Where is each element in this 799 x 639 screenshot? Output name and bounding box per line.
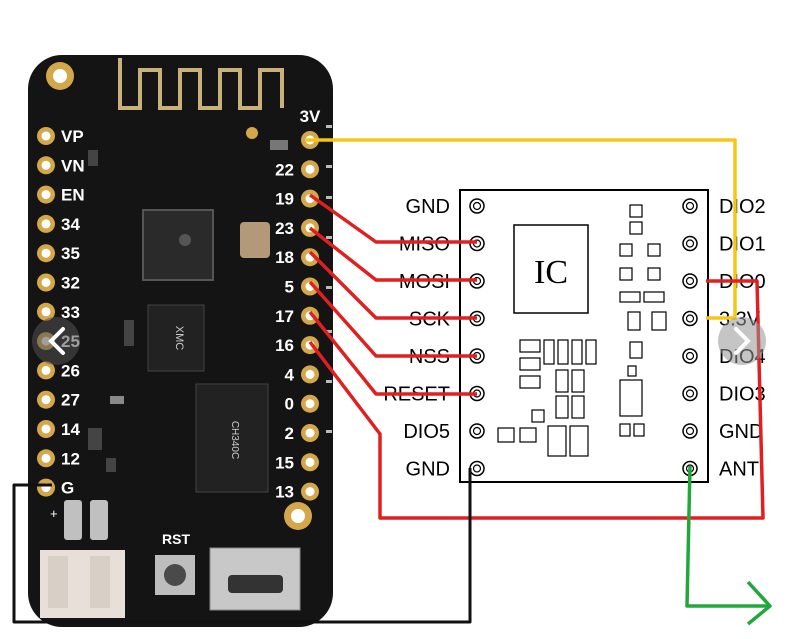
board-pin-22: 22 — [275, 160, 319, 179]
xmc-chip-label: XMC — [173, 326, 185, 351]
module-pin-label: GND — [406, 459, 450, 481]
board-pin-label: 5 — [285, 278, 294, 297]
board-pin-label: EN — [61, 186, 85, 205]
module-pin-left-gnd: GND — [406, 459, 485, 481]
crystal — [240, 222, 270, 258]
wire-19-to-miso — [308, 193, 477, 244]
board-pin-label: 23 — [275, 219, 294, 238]
board-pin-g: G — [37, 478, 74, 498]
flash-chip — [147, 304, 205, 372]
board-pin-32: 32 — [37, 273, 80, 293]
wire-23-to-mosi — [308, 226, 477, 282]
board-pin-26: 26 — [37, 361, 80, 380]
board-pin-label: 26 — [61, 361, 80, 380]
module-pin-left-dio5: DIO5 — [403, 421, 485, 443]
board-pin-label: 27 — [61, 391, 80, 410]
wire-16-to-dio0 — [308, 279, 765, 520]
module-pin-right-dio2: DIO2 — [682, 196, 766, 218]
module-pin-label: GND — [406, 196, 450, 218]
board-pin-33: 33 — [37, 302, 80, 322]
board-pin-label: 35 — [61, 244, 80, 263]
module-pin-right-dio3: DIO3 — [682, 384, 766, 406]
board-pin-label: 33 — [61, 303, 80, 322]
module-pin-label: DIO5 — [403, 421, 450, 443]
next-image-button[interactable] — [718, 317, 766, 365]
board-pin-vp: VP — [37, 127, 84, 146]
module-ic — [513, 224, 589, 314]
board-pin-label: 16 — [275, 336, 294, 355]
board-pin-label: 22 — [275, 160, 294, 179]
module-pin-label: MOSI — [399, 271, 450, 293]
board-pin-label: 12 — [61, 449, 80, 468]
usb-uart-chip — [195, 383, 269, 493]
board-pin-vn: VN — [37, 156, 85, 175]
module-pin-left-gnd: GND — [406, 196, 485, 218]
module-pin-label: GND — [719, 421, 763, 443]
board-pin-12: 12 — [37, 449, 80, 468]
chevron-right-icon — [734, 327, 751, 355]
battery-plus-label: + — [50, 506, 58, 521]
module-pin-label: DIO2 — [719, 196, 766, 218]
board-pin-19: 19 — [275, 189, 319, 209]
board-pin-label: 0 — [285, 395, 294, 414]
board-pin-0: 0 — [285, 394, 319, 414]
board-pin-label: 4 — [285, 365, 295, 384]
board-pin-label: 2 — [285, 424, 294, 443]
board-pin-label: 17 — [275, 307, 294, 326]
chevron-left-icon — [48, 327, 65, 355]
board-pin-label: VP — [61, 127, 84, 146]
wire-17-to-reset — [308, 310, 477, 396]
board-pin-label: VN — [61, 156, 85, 175]
board-pin-label: 14 — [61, 420, 80, 439]
board-pin-label: 13 — [275, 483, 294, 502]
board-pin-15: 15 — [275, 453, 319, 472]
module-outline — [459, 189, 709, 483]
prev-image-button[interactable] — [32, 317, 80, 365]
wire-ant-antenna — [685, 465, 770, 608]
board-pin-label: G — [61, 479, 74, 498]
board-pin-34: 34 — [37, 214, 80, 234]
module-pin-label: DIO3 — [719, 384, 766, 406]
module-pin-label: MISO — [399, 234, 450, 256]
board-right-pin-column: 3V 22 19 23 18 5 17 16 4 0 2 15 13 — [275, 107, 321, 502]
rst-label: RST — [162, 531, 190, 547]
board-pin-label: 32 — [61, 274, 80, 293]
module-pin-label: DIO1 — [719, 234, 766, 256]
wire-gnd-to-gnd — [12, 468, 472, 624]
ch340-chip-label: CH340C — [229, 421, 240, 459]
wire-5-to-nss — [308, 280, 477, 358]
board-pin-label: 18 — [275, 248, 294, 267]
antenna-trace — [118, 58, 284, 110]
board-left-pin-column: VPVNEN343532332526271412G — [37, 127, 85, 498]
board-pin-14: 14 — [37, 420, 80, 439]
module-pin-label: ANT — [719, 459, 759, 481]
board-pin-label: 15 — [275, 453, 294, 472]
module-pin-right-gnd: GND — [682, 421, 763, 443]
wire-3v-to-3v3 — [306, 138, 737, 320]
antenna-arrowhead — [746, 580, 772, 626]
header-pins — [326, 125, 332, 433]
board-pin-16: 16 — [275, 336, 319, 355]
board-pin-5: 5 — [285, 277, 319, 297]
board-pin-label: 3V — [300, 107, 321, 126]
esp32-chip — [142, 209, 214, 281]
module-pin-right-dio1: DIO1 — [682, 234, 766, 256]
board-pin-label: 19 — [275, 190, 294, 209]
board-pin-label: 34 — [61, 215, 80, 234]
led — [246, 127, 258, 139]
board-pin-2: 2 — [285, 424, 319, 443]
module-ic-label: IC — [534, 254, 568, 291]
wires — [12, 138, 772, 626]
wire-18-to-sck — [308, 250, 477, 320]
board-pin-4: 4 — [285, 365, 319, 384]
board-pin-35: 35 — [37, 244, 80, 263]
esp32-board: XMC CH340C + RST VPVNEN3435323325262 — [28, 55, 333, 627]
module-components — [497, 204, 667, 457]
board-pin-27: 27 — [37, 390, 80, 410]
board-pin-13: 13 — [275, 482, 319, 502]
board-pin-en: EN — [37, 185, 85, 205]
